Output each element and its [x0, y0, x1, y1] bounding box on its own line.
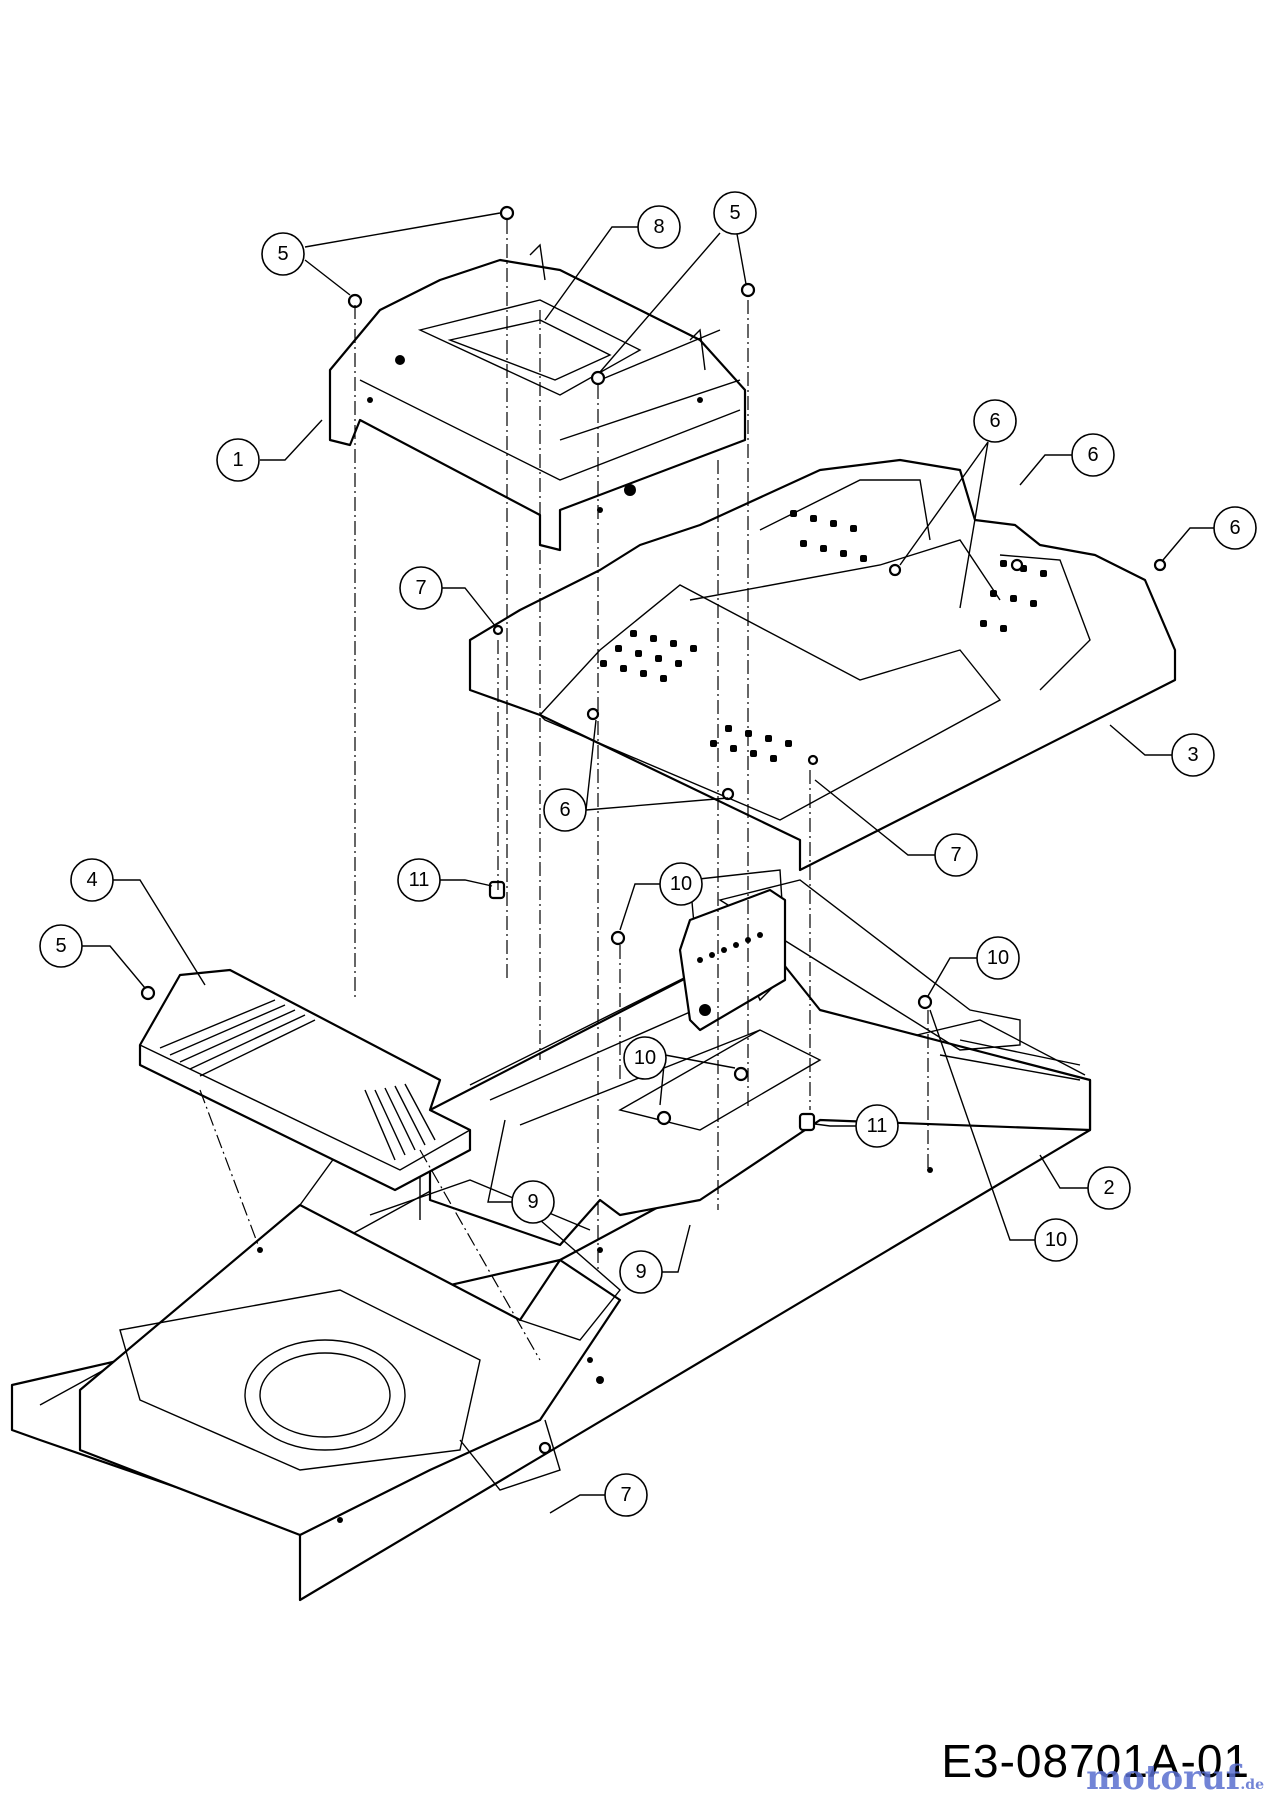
- callout-label: 11: [867, 1115, 888, 1137]
- callout-label: 6: [1087, 444, 1098, 466]
- callout-label: 7: [950, 844, 961, 866]
- callout-5-left: 5: [39, 924, 146, 989]
- callout-label: 1: [232, 449, 243, 471]
- callout-label: 6: [559, 799, 570, 821]
- callout-9-a: 9: [487, 1119, 555, 1224]
- callout-5-top-right: 5: [599, 191, 757, 373]
- callout-6-d: 6: [543, 719, 729, 832]
- callout-label: 3: [1187, 744, 1198, 766]
- callout-label: 10: [1045, 1229, 1067, 1251]
- watermark-logo: motoruf.de: [1086, 1758, 1264, 1798]
- callout-label: 8: [653, 216, 664, 238]
- seat-bracket-part: [328, 243, 747, 552]
- callout-6-a: 6: [899, 399, 1017, 609]
- callout-10-a: 10: [619, 862, 703, 931]
- callout-10-b: 10: [927, 936, 1020, 997]
- callout-label: 10: [634, 1047, 656, 1069]
- callout-label: 11: [409, 869, 430, 891]
- callout-label: 6: [1229, 517, 1240, 539]
- callout-5-top-left: 5: [261, 212, 501, 296]
- watermark-suffix: .de: [1240, 1777, 1264, 1793]
- callout-label: 2: [1103, 1177, 1114, 1199]
- callout-label: 10: [987, 947, 1009, 969]
- callout-label: 10: [670, 873, 692, 895]
- assembly-lines: [199, 220, 929, 1361]
- callout-10-d: 10: [929, 1009, 1078, 1262]
- callout-10-c: 10: [623, 1036, 736, 1106]
- callout-label: 5: [55, 935, 66, 957]
- fasteners: [140, 205, 1167, 1455]
- callout-label: 7: [415, 577, 426, 599]
- callout-label: 9: [527, 1191, 538, 1213]
- callout-9-b: 9: [619, 1224, 691, 1294]
- callout-label: 5: [729, 202, 740, 224]
- footrest-grip-holes: [600, 510, 1047, 762]
- callout-7-b: 7: [814, 779, 978, 877]
- callout-8: 8: [544, 205, 681, 321]
- watermark-text: motoruf: [1086, 1758, 1241, 1798]
- callout-4: 4: [70, 858, 206, 986]
- callout-6-c: 6: [1162, 506, 1257, 561]
- mounting-bracket-part: [678, 888, 787, 1032]
- chassis-frame-part: [10, 869, 1092, 1602]
- callout-2: 2: [1039, 1154, 1131, 1210]
- callout-7-a: 7: [399, 566, 497, 628]
- callout-label: 5: [277, 243, 288, 265]
- callout-1: 1: [216, 419, 323, 482]
- diagram-reference-code: E3-08701A-01: [941, 1735, 1250, 1787]
- callout-11-b: 11: [814, 1104, 899, 1148]
- callout-7-c: 7: [549, 1473, 648, 1517]
- cover-plate-part: [138, 968, 472, 1192]
- callout-3: 3: [1109, 724, 1215, 777]
- callout-11-a: 11: [397, 858, 493, 902]
- callout-6-b: 6: [1019, 433, 1115, 486]
- callout-label: 9: [635, 1261, 646, 1283]
- callout-label: 4: [86, 869, 97, 891]
- callout-label: 7: [620, 1484, 631, 1506]
- footrest-plate-part: [468, 458, 1177, 872]
- callout-label: 6: [989, 410, 1000, 432]
